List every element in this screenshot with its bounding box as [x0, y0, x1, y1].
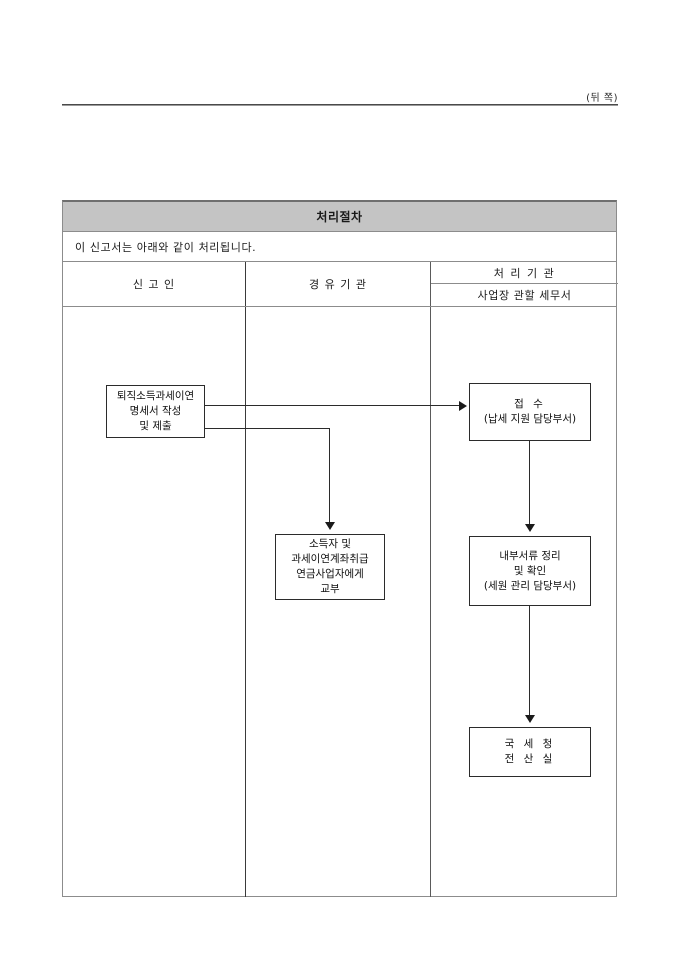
page-side-marker: (뒤 쪽): [586, 93, 618, 104]
flow-box-nts-line2: 전 산 실: [504, 753, 556, 765]
flow-box-internal-documents: 내부서류 정리 및 확인 (세원 관리 담당부서): [469, 536, 591, 606]
column-header-declarant: 신 고 인: [132, 278, 176, 291]
flow-box-internal-line2: 및 확인: [513, 564, 547, 577]
flow-box-submit-line3: 및 제출: [139, 420, 172, 432]
connector-internal-to-nts-line: [529, 606, 530, 717]
connector-submit-to-receive-arrowhead: [459, 401, 467, 411]
table-note-row: 이 신고서는 아래와 같이 처리됩니다.: [63, 232, 616, 262]
flow-box-deliver-line1: 소득자 및: [309, 538, 351, 550]
flow-box-receipt-line2: (납세 지원 담당부서): [483, 413, 577, 425]
table-note-text: 이 신고서는 아래와 같이 처리됩니다.: [75, 240, 257, 254]
flow-box-receipt-line1: 접 수: [514, 398, 546, 410]
processing-procedure-table: 처리절차 이 신고서는 아래와 같이 처리됩니다. 신 고 인 경 유 기 관 …: [62, 200, 618, 897]
connector-submit-to-deliver-horizontal: [205, 428, 330, 429]
connector-internal-to-nts-arrowhead: [525, 715, 535, 723]
table-title-band: 처리절차: [63, 202, 616, 232]
column-header-via-agency: 경 유 기 관: [245, 262, 430, 306]
connector-receive-to-internal-line: [529, 441, 530, 526]
column-divider-1: [245, 307, 246, 897]
column-header-processing-agency: 처 리 기 관 사업장 관할 세무서: [430, 262, 618, 306]
flow-box-nts-line1: 국 세 청: [504, 738, 556, 750]
column-header-processing-agency-sub: 사업장 관할 세무서: [477, 289, 572, 302]
column-header-row: 신 고 인 경 유 기 관 처 리 기 관 사업장 관할 세무서: [63, 262, 618, 307]
flow-box-deliver-to-earner: 소득자 및 과세이연계좌취급 연금사업자에게 교부: [275, 534, 385, 600]
connector-submit-to-deliver-vertical: [329, 428, 330, 524]
connector-receive-to-internal-arrowhead: [525, 524, 535, 532]
flow-box-deliver-line3: 연금사업자에게: [296, 568, 364, 580]
flow-box-internal-line1: 내부서류 정리: [499, 549, 561, 562]
flow-box-deliver-line4: 교부: [320, 583, 340, 595]
connector-submit-to-deliver-arrowhead: [325, 522, 335, 530]
connector-submit-to-receive-line: [205, 405, 461, 406]
flow-box-deliver-line2: 과세이연계좌취급: [291, 553, 369, 565]
column-header-processing-agency-main: 처 리 기 관: [431, 262, 618, 284]
flow-box-nts-data-center: 국 세 청 전 산 실: [469, 727, 591, 777]
table-title: 처리절차: [316, 210, 363, 224]
flowchart-area: 퇴직소득과세이연 명세서 작성 및 제출 소득자 및 과세이연계좌취급 연금사업…: [63, 307, 616, 897]
flow-box-submit-statement: 퇴직소득과세이연 명세서 작성 및 제출: [106, 385, 205, 438]
flow-box-submit-line1: 퇴직소득과세이연: [116, 390, 195, 402]
flow-box-internal-line3: (세원 관리 담당부서): [483, 579, 577, 592]
flow-box-submit-line2: 명세서 작성: [129, 405, 182, 417]
header-divider-rule: [62, 104, 618, 106]
column-divider-2: [430, 307, 431, 897]
flow-box-receipt: 접 수 (납세 지원 담당부서): [469, 383, 591, 441]
